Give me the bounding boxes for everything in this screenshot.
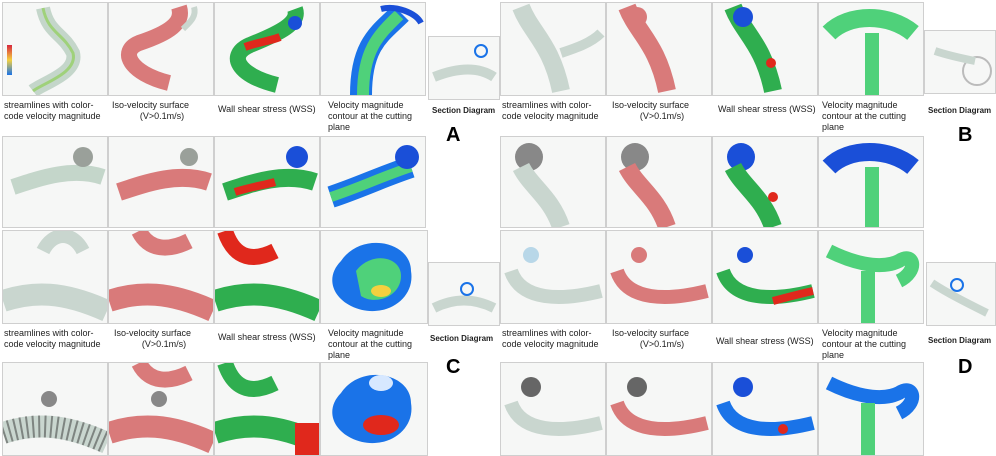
a-iso-velocity-coil-image xyxy=(108,136,214,228)
c-caption-iso: Iso-velocity surface (V>0.1m/s) xyxy=(114,328,214,350)
a-wss-coil-image xyxy=(214,136,320,228)
b-velocity-contour-image xyxy=(818,2,924,96)
a-wss-image xyxy=(214,2,320,96)
c-streamlines-image xyxy=(2,230,108,324)
a-caption-velocity: Velocity magnitude contour at the cuttin… xyxy=(328,100,413,132)
b-caption-iso: Iso-velocity surface (V>0.1m/s) xyxy=(612,100,712,122)
d-streamlines-coil-image xyxy=(500,362,606,456)
panel-letter-d: D xyxy=(958,356,973,378)
c-caption-iso-sub: (V>0.1m/s) xyxy=(141,339,187,349)
d-caption-iso: Iso-velocity surface (V>0.1m/s) xyxy=(612,328,712,350)
d-wss-image xyxy=(712,230,818,324)
d-caption-iso-title: Iso-velocity surface xyxy=(612,328,690,338)
c-velocity-contour-image xyxy=(320,230,428,324)
b-caption-wss: Wall shear stress (WSS) xyxy=(718,104,816,114)
c-iso-velocity-image xyxy=(108,230,214,324)
a-streamlines-coil-image xyxy=(2,136,108,228)
c-section-diagram-image xyxy=(428,262,500,326)
c-caption-streamlines: streamlines with color-code velocity mag… xyxy=(4,328,101,349)
a-caption-iso: Iso-velocity surface (V>0.1m/s) xyxy=(112,100,212,122)
panel-letter-b: B xyxy=(958,124,973,146)
c-caption-velocity: Velocity magnitude contour at the cuttin… xyxy=(328,328,413,360)
a-caption-iso-title: Iso-velocity surface xyxy=(112,100,190,110)
b-streamlines-image xyxy=(500,2,606,96)
d-iso-velocity-coil-image xyxy=(606,362,712,456)
b-iso-velocity-coil-image xyxy=(606,136,712,228)
b-wss-coil-image xyxy=(712,136,818,228)
b-caption-iso-title: Iso-velocity surface xyxy=(612,100,690,110)
b-caption-streamlines: streamlines with color-code velocity mag… xyxy=(502,100,599,121)
d-streamlines-image xyxy=(500,230,606,324)
d-caption-section: Section Diagram xyxy=(928,336,992,345)
a-section-diagram-image xyxy=(428,36,500,100)
a-iso-velocity-image xyxy=(108,2,214,96)
a-streamlines-image xyxy=(2,2,108,96)
d-caption-velocity: Velocity magnitude contour at the cuttin… xyxy=(822,328,907,360)
panel-letter-a: A xyxy=(446,124,461,146)
b-wss-image xyxy=(712,2,818,96)
a-velocity-contour-coil-image xyxy=(320,136,426,228)
d-velocity-contour-image xyxy=(818,230,924,324)
d-caption-iso-sub: (V>0.1m/s) xyxy=(639,339,685,349)
b-velocity-contour-coil-image xyxy=(818,136,924,228)
d-section-diagram-image xyxy=(926,262,996,326)
b-caption-iso-sub: (V>0.1m/s) xyxy=(639,111,685,121)
d-iso-velocity-image xyxy=(606,230,712,324)
a-caption-iso-sub: (V>0.1m/s) xyxy=(139,111,185,121)
c-iso-velocity-stent-image xyxy=(108,362,214,456)
a-caption-streamlines: streamlines with color-code velocity mag… xyxy=(4,100,101,121)
c-caption-iso-title: Iso-velocity surface xyxy=(114,328,192,338)
c-wss-image xyxy=(214,230,320,324)
d-caption-wss: Wall shear stress (WSS) xyxy=(716,336,814,346)
b-iso-velocity-image xyxy=(606,2,712,96)
panel-letter-c: C xyxy=(446,356,461,378)
b-caption-velocity: Velocity magnitude contour at the cuttin… xyxy=(822,100,907,132)
b-streamlines-coil-image xyxy=(500,136,606,228)
c-caption-wss: Wall shear stress (WSS) xyxy=(218,332,316,342)
b-caption-section: Section Diagram xyxy=(928,106,992,115)
b-section-diagram-image xyxy=(924,30,996,94)
d-velocity-contour-coil-image xyxy=(818,362,924,456)
d-wss-coil-image xyxy=(712,362,818,456)
a-caption-section: Section Diagram xyxy=(432,106,496,115)
c-caption-section: Section Diagram xyxy=(430,334,494,343)
c-wss-stent-image xyxy=(214,362,320,456)
c-velocity-contour-stent-image xyxy=(320,362,428,456)
d-caption-streamlines: streamlines with color-code velocity mag… xyxy=(502,328,599,349)
a-caption-wss: Wall shear stress (WSS) xyxy=(218,104,316,114)
c-streamlines-stent-image xyxy=(2,362,108,456)
a-velocity-contour-image xyxy=(320,2,426,96)
